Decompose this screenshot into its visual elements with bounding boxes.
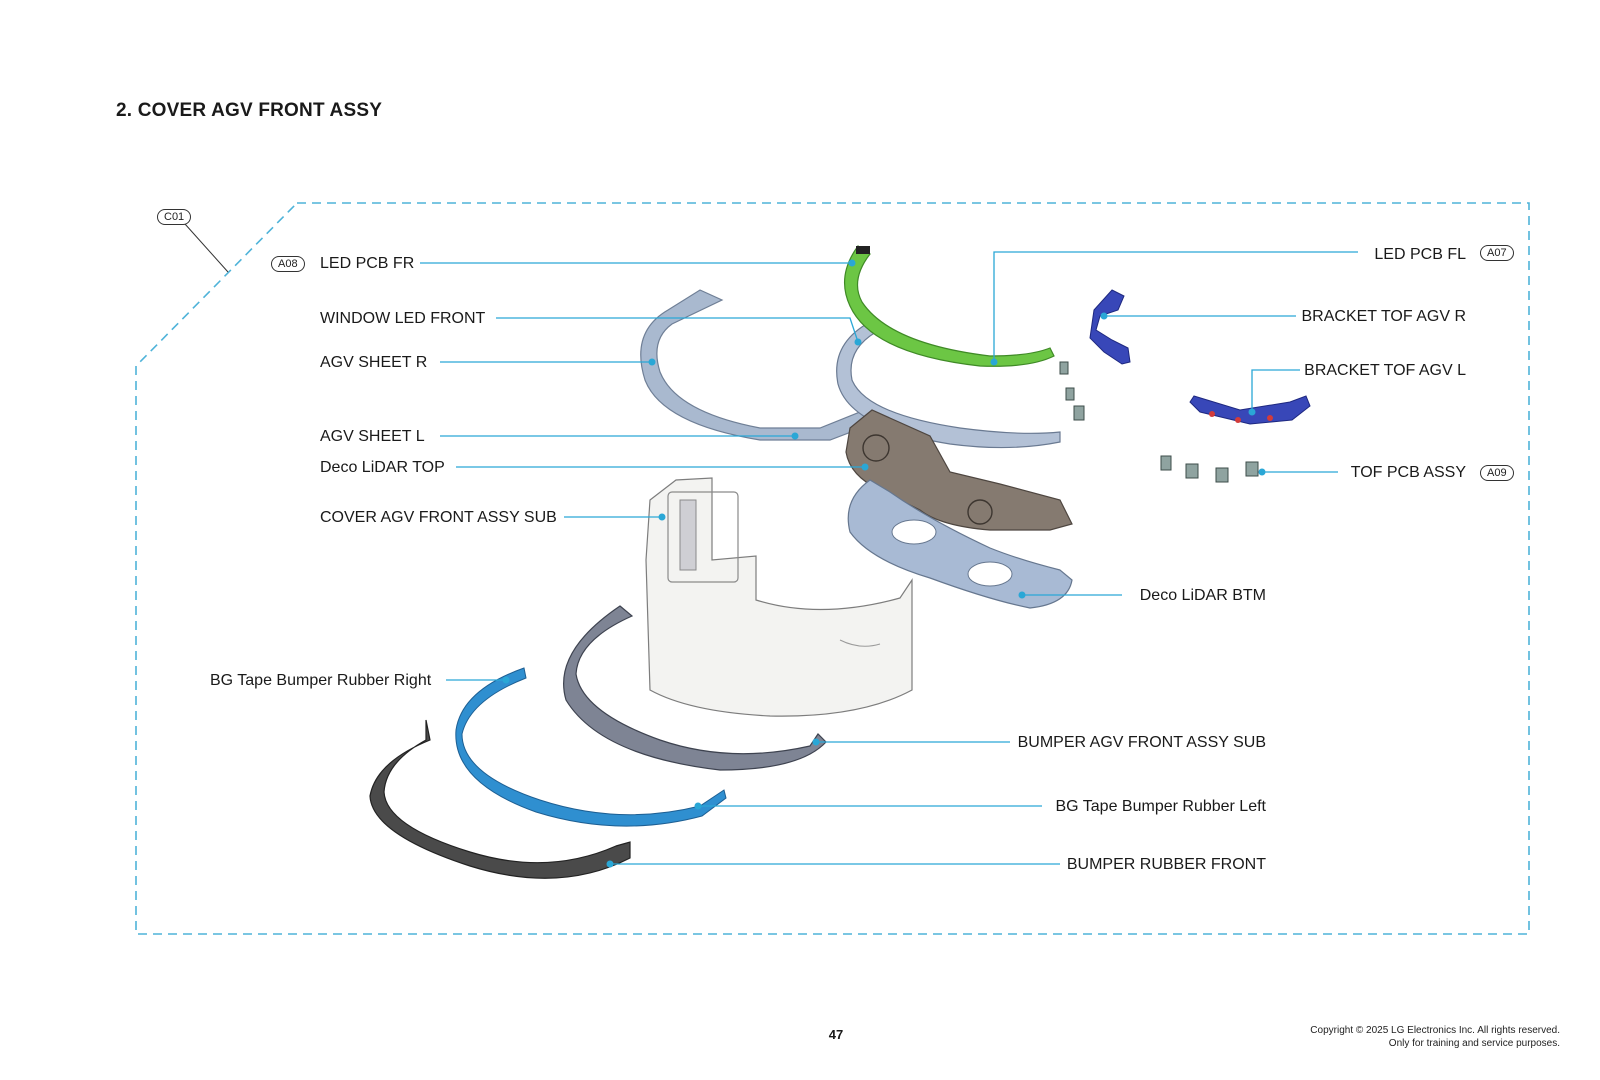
leader-window-led-front: [496, 317, 859, 343]
badge-a08: A08: [271, 256, 305, 272]
copyright-line-2: Only for training and service purposes.: [1388, 1038, 1560, 1049]
page-number: 47: [828, 1027, 844, 1042]
label-agv-sheet-l: AGV SHEET L: [320, 428, 425, 445]
label-bumper-agv-front-assy-sub: BUMPER AGV FRONT ASSY SUB: [1017, 734, 1266, 751]
window-led-front-part: [836, 321, 1061, 449]
label-bracket-tof-agv-l: BRACKET TOF AGV L: [1304, 362, 1466, 379]
badge-c01: C01: [157, 209, 192, 225]
cover-agv-front-assy-sub-part: [645, 477, 913, 717]
label-tof-pcb-assy: TOF PCB ASSY: [1350, 464, 1466, 481]
label-bg-tape-bumper-rubber-left: BG Tape Bumper Rubber Left: [1055, 798, 1267, 815]
assembly-boundary-frame: [135, 202, 1530, 935]
label-deco-lidar-btm: Deco LiDAR BTM: [1139, 587, 1266, 604]
badge-a09: A09: [1480, 465, 1514, 481]
label-led-pcb-fr: LED PCB FR: [320, 255, 415, 272]
leader-lines: [420, 251, 1358, 865]
bumper-rubber-front-part: [369, 719, 631, 879]
badge-a07: A07: [1480, 245, 1514, 261]
label-cover-agv-front-assy-sub: COVER AGV FRONT ASSY SUB: [320, 509, 557, 526]
leader-led-pcb-fl: [993, 251, 1358, 362]
led-pcb-part: [844, 245, 1055, 367]
section-title: 2. COVER AGV FRONT ASSY: [116, 100, 383, 121]
label-bumper-rubber-front: BUMPER RUBBER FRONT: [1066, 856, 1266, 873]
copyright-line-1: Copyright © 2025 LG Electronics Inc. All…: [1310, 1025, 1560, 1036]
led-pcb-connector: [856, 246, 870, 254]
label-led-pcb-fl: LED PCB FL: [1374, 246, 1466, 263]
deco-lidar-btm-part: [847, 479, 1073, 609]
label-bracket-tof-agv-r: BRACKET TOF AGV R: [1301, 308, 1467, 325]
label-agv-sheet-r: AGV SHEET R: [320, 354, 428, 371]
bracket-tof-agv-r-part: [1089, 289, 1131, 365]
bg-tape-bumper-rubber-part: [455, 667, 727, 827]
tof-pcb-assy-modules: [1059, 361, 1259, 483]
label-deco-lidar-top: Deco LiDAR TOP: [320, 459, 445, 476]
leader-dots: [502, 259, 1266, 868]
label-window-led-front: WINDOW LED FRONT: [320, 310, 486, 327]
copyright-notice: Copyright © 2025 LG Electronics Inc. All…: [1310, 1024, 1560, 1050]
c01-pointer: [184, 223, 229, 273]
label-bg-tape-bumper-rubber-right: BG Tape Bumper Rubber Right: [210, 672, 432, 689]
leader-bracket-tof-l: [1251, 369, 1300, 412]
